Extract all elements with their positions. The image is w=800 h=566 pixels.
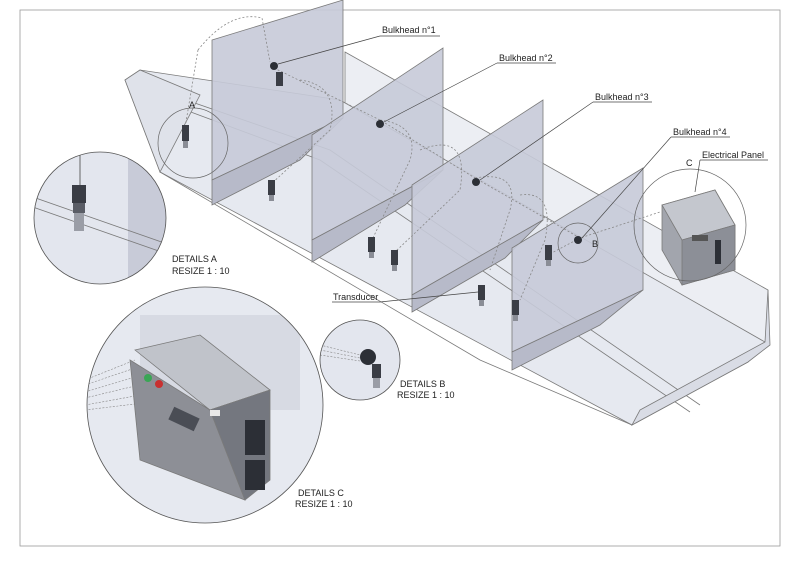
gland-bulkhead-3 bbox=[472, 178, 480, 186]
transducer-1 bbox=[182, 125, 189, 148]
transducer-2 bbox=[268, 180, 275, 201]
leaders bbox=[277, 35, 768, 303]
label-electrical-panel: Electrical Panel bbox=[702, 150, 764, 160]
detail-c-title: DETAILS C bbox=[298, 488, 344, 498]
electrical-panel-main bbox=[661, 189, 736, 286]
transducers bbox=[182, 72, 552, 321]
gland-bulkhead-1 bbox=[270, 62, 278, 70]
label-bulkhead-2: Bulkhead n°2 bbox=[499, 53, 553, 63]
detail-c-scale: RESIZE 1 : 10 bbox=[295, 499, 353, 509]
detail-b-frame bbox=[319, 319, 401, 401]
transducer-8 bbox=[276, 72, 283, 86]
hull-bow bbox=[124, 69, 201, 173]
detail-a-frame bbox=[33, 151, 167, 285]
transducer-5 bbox=[478, 285, 485, 306]
detail-a-view bbox=[34, 152, 166, 284]
marker-b: B bbox=[592, 239, 598, 249]
detail-c-frame bbox=[86, 286, 324, 524]
label-transducer: Transducer bbox=[333, 292, 378, 302]
transducer-7 bbox=[545, 245, 552, 266]
detail-b-scale: RESIZE 1 : 10 bbox=[397, 390, 455, 400]
detail-b-view bbox=[320, 320, 400, 400]
detail-circle-b bbox=[557, 222, 599, 264]
detail-b-title: DETAILS B bbox=[400, 379, 445, 389]
bulkhead-4-shadow bbox=[511, 289, 644, 371]
marker-a: A bbox=[189, 100, 195, 110]
detail-a-title: DETAILS A bbox=[172, 254, 217, 264]
label-bulkhead-3: Bulkhead n°3 bbox=[595, 92, 649, 102]
cable-glands bbox=[270, 62, 582, 244]
transducer-3 bbox=[368, 237, 375, 258]
bulkhead-1-shadow bbox=[211, 117, 344, 206]
bulkhead-2-shadow bbox=[311, 169, 444, 263]
transducer-4 bbox=[391, 250, 398, 271]
gland-bulkhead-4 bbox=[574, 236, 582, 244]
detail-circle-a bbox=[157, 107, 229, 179]
detail-a-scale: RESIZE 1 : 10 bbox=[172, 266, 230, 276]
bulkheads bbox=[211, 0, 644, 371]
label-bulkhead-1: Bulkhead n°1 bbox=[382, 25, 436, 35]
bulkhead-3-shadow bbox=[411, 219, 544, 313]
sheet-border bbox=[19, 9, 781, 547]
detail-c-view bbox=[87, 287, 323, 523]
label-bulkhead-4: Bulkhead n°4 bbox=[673, 127, 727, 137]
detail-circle-c bbox=[633, 168, 747, 282]
hull-keel-line bbox=[159, 171, 633, 426]
gland-bulkhead-2 bbox=[376, 120, 384, 128]
marker-c: C bbox=[686, 158, 693, 168]
transducer-6 bbox=[512, 300, 519, 321]
hull-stern bbox=[631, 289, 771, 426]
